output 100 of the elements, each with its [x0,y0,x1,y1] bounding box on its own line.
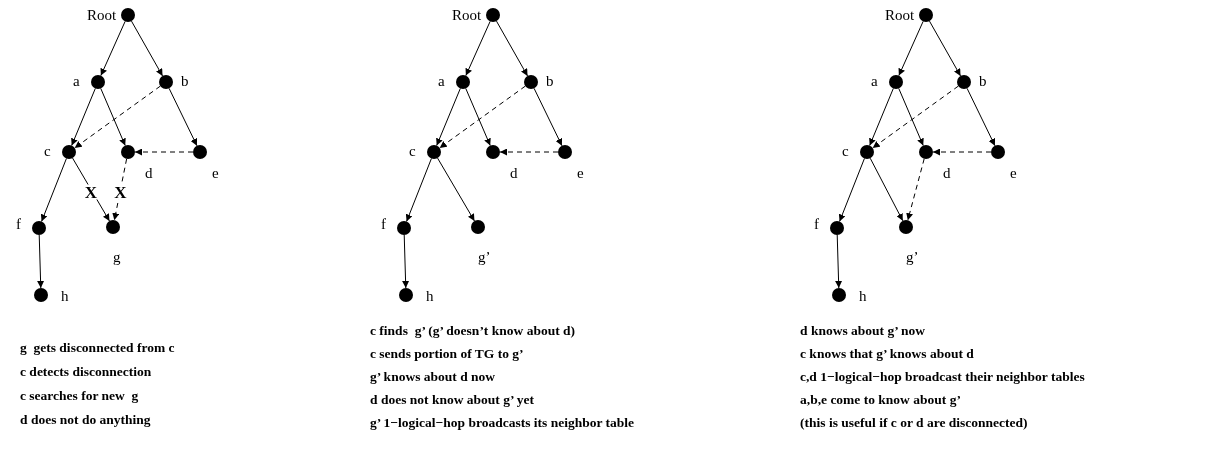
note-text: g gets disconnected from c [20,340,175,356]
node-label: Root [885,7,915,23]
arrow [168,87,198,147]
node-dot [399,288,413,302]
node-dot [456,75,470,89]
note-text: c sends portion of TG to g’ [370,346,524,362]
arrow [928,20,962,77]
node-dot [486,145,500,159]
node-label: f [381,216,386,232]
arrow [838,158,865,222]
arrow [37,234,45,289]
arrow [437,157,475,222]
node-dot [919,8,933,22]
node-dot [106,220,120,234]
node-dot [159,75,173,89]
node-dot [991,145,1005,159]
node-dot [121,8,135,22]
node-label: h [859,288,867,304]
note-text: d does not do anything [20,412,151,428]
node-label: Root [452,7,482,23]
arrow [898,87,924,147]
note-text: d knows about g’ now [800,323,926,339]
node-label: b [546,73,554,89]
arrow [898,20,924,77]
node-label: d [943,165,951,181]
arrow [835,234,843,289]
note-text: g’ knows about d now [370,369,496,385]
node-dot [860,145,874,159]
note-text: d does not know about g’ yet [370,392,535,408]
node-label: g [113,249,121,265]
dashed-arrow [439,85,526,149]
node-label: b [979,73,987,89]
node-label: h [61,288,69,304]
arrow [130,20,164,77]
arrow [405,158,432,222]
dashed-arrow [112,158,128,221]
note-text: c knows that g’ knows about d [800,346,974,362]
dashed-arrow [906,158,925,221]
node-dot [919,145,933,159]
node-dot [832,288,846,302]
node-label: b [181,73,189,89]
node-dot [486,8,500,22]
note-text: c searches for new g [20,388,139,404]
node-dot [830,221,844,235]
dashed-arrow [872,85,959,149]
note-text: c detects disconnection [20,364,152,380]
node-dot [397,221,411,235]
arrow [465,20,491,77]
node-label: g’ [906,249,919,265]
arrow [100,87,126,147]
node-label: Root [87,7,117,23]
dashed-arrow [499,148,559,156]
arrow [40,158,67,222]
node-label: e [1010,165,1017,181]
note-text: a,b,e come to know about g’ [800,392,961,408]
note-text: g’ 1−logical−hop broadcasts its neighbor table [370,415,635,431]
arrow [465,87,491,147]
node-label: a [871,73,878,89]
node-dot [62,145,76,159]
arrow [966,87,996,147]
dashed-arrow [74,85,161,149]
node-label: e [577,165,584,181]
node-label: c [409,143,416,159]
note-text: c finds g’ (g’ doesn’t know about d) [370,323,576,339]
node-dot [957,75,971,89]
node-dot [193,145,207,159]
dashed-arrow [932,148,992,156]
node-label: h [426,288,434,304]
node-label: g’ [478,249,491,265]
node-dot [34,288,48,302]
node-dot [427,145,441,159]
node-dot [32,221,46,235]
arrow [869,87,894,147]
arrow [495,20,529,77]
node-label: c [44,143,51,159]
arrow [71,87,96,147]
arrow [100,20,126,77]
node-dot [899,220,913,234]
node-label: f [16,216,21,232]
arrow [869,157,904,222]
note-text: c,d 1−logical−hop broadcast their neighbor tables [800,369,1085,385]
node-dot [524,75,538,89]
arrow [402,234,410,289]
node-dot [121,145,135,159]
node-label: d [145,165,153,181]
node-label: d [510,165,518,181]
node-label: f [814,216,819,232]
node-dot [91,75,105,89]
node-label: a [73,73,80,89]
node-label: e [212,165,219,181]
node-label: c [842,143,849,159]
arrow [533,87,563,147]
node-dot [471,220,485,234]
edge-label: X [83,184,99,199]
dashed-arrow [134,148,194,156]
edge-label: X [113,184,128,199]
arrow [436,87,461,147]
node-label: a [438,73,445,89]
note-text: (this is useful if c or d are disconnected) [800,415,1028,431]
node-dot [558,145,572,159]
